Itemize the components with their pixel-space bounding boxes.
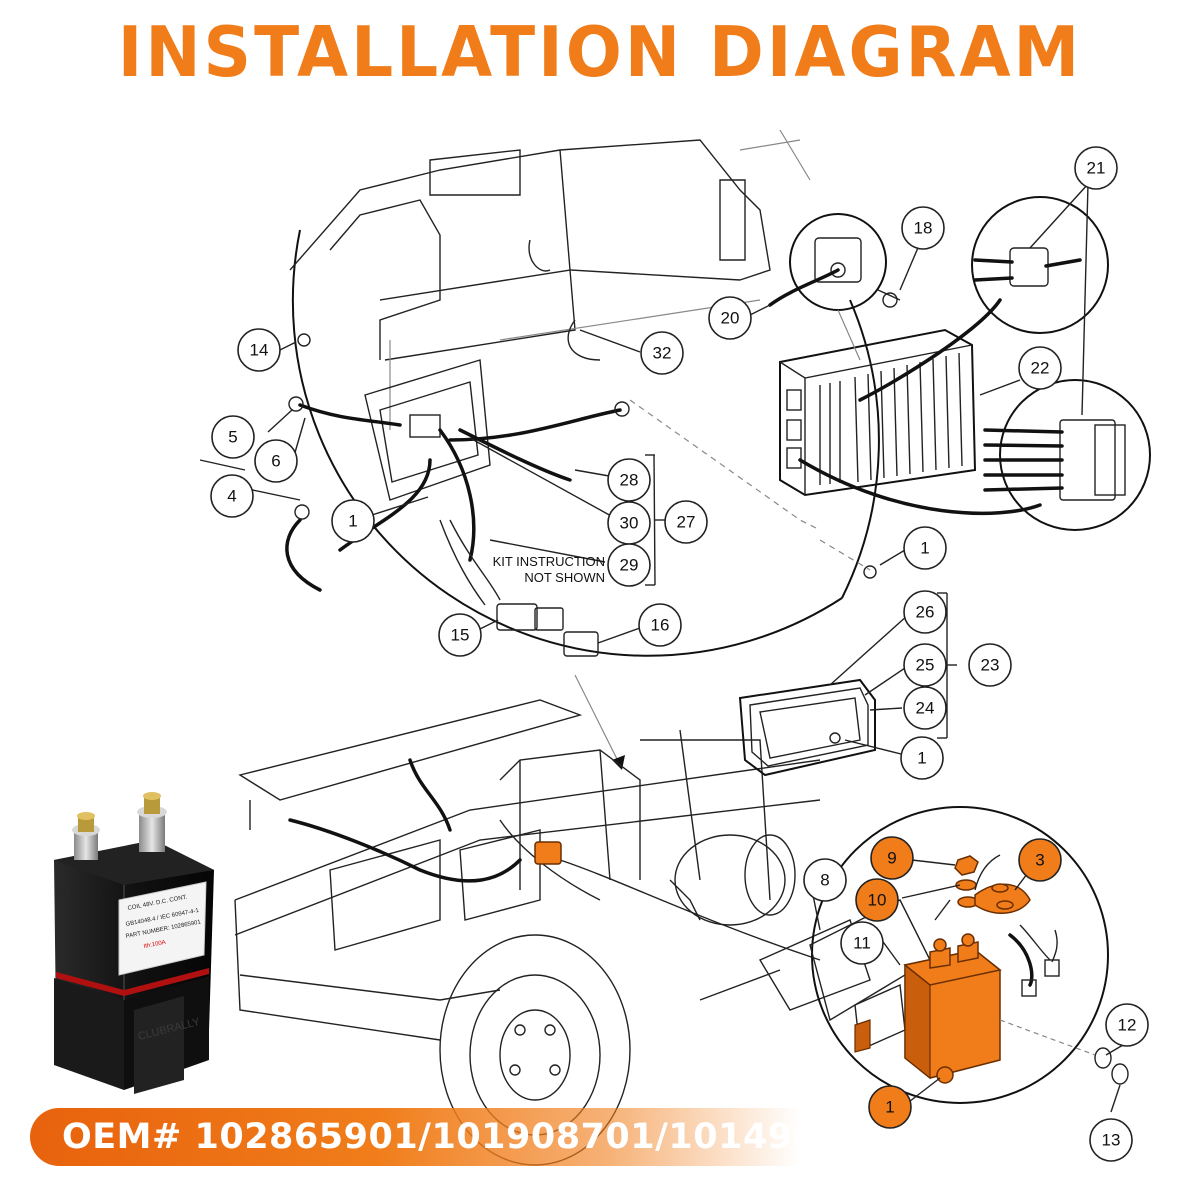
callout-22: 22: [1018, 346, 1062, 390]
svg-text:13: 13: [1102, 1131, 1121, 1150]
callout-16: 16: [638, 603, 682, 647]
callout-14: 14: [237, 328, 281, 372]
callout-26: 26: [903, 590, 947, 634]
svg-text:27: 27: [677, 513, 696, 532]
kit-note-line2: NOT SHOWN: [524, 570, 605, 585]
oem-number: OEM# 102865901/101908701/1014947: [62, 1117, 843, 1157]
svg-text:25: 25: [916, 656, 935, 675]
svg-text:29: 29: [620, 556, 639, 575]
svg-text:1: 1: [885, 1098, 894, 1117]
svg-text:1: 1: [348, 512, 357, 531]
solenoid-detail-view: [809, 806, 1129, 1104]
svg-text:3: 3: [1035, 851, 1044, 870]
callout-10: 10: [855, 878, 899, 922]
svg-text:14: 14: [250, 341, 269, 360]
callout-30: 30: [607, 501, 651, 545]
label-line4: Ith:100A: [143, 940, 166, 950]
callout-28: 28: [607, 458, 651, 502]
upper-detail-view: [285, 129, 880, 657]
callout-11: 11: [840, 921, 884, 965]
svg-text:10: 10: [868, 891, 887, 910]
svg-text:18: 18: [914, 219, 933, 238]
callout-6: 6: [254, 439, 298, 483]
svg-text:15: 15: [451, 626, 470, 645]
svg-text:21: 21: [1087, 159, 1106, 178]
svg-text:6: 6: [271, 452, 280, 471]
svg-text:1: 1: [920, 539, 929, 558]
callout-4: 4: [210, 474, 254, 518]
svg-text:12: 12: [1118, 1016, 1137, 1035]
callout-18: 18: [901, 206, 945, 250]
callout-29: 29: [607, 543, 651, 587]
svg-text:32: 32: [653, 344, 672, 363]
callout-15: 15: [438, 613, 482, 657]
svg-text:20: 20: [721, 309, 740, 328]
svg-text:23: 23: [981, 656, 1000, 675]
callout-27: 27: [664, 500, 708, 544]
callout-21: 21: [1074, 146, 1118, 190]
oem-banner: [30, 1108, 800, 1166]
callout-32: 32: [640, 331, 684, 375]
callout-1-b: 1: [903, 526, 947, 570]
controller-box-23: [738, 678, 876, 777]
callout-3: 3: [1018, 838, 1062, 882]
callout-1-c: 1: [900, 736, 944, 780]
svg-text:30: 30: [620, 514, 639, 533]
svg-text:26: 26: [916, 603, 935, 622]
svg-text:4: 4: [227, 487, 236, 506]
callout-20: 20: [708, 296, 752, 340]
motor-controller: [768, 196, 1151, 579]
svg-text:24: 24: [916, 699, 935, 718]
svg-text:16: 16: [651, 616, 670, 635]
svg-text:5: 5: [228, 428, 237, 447]
svg-text:28: 28: [620, 471, 639, 490]
cart-chassis: [234, 674, 871, 1166]
svg-text:8: 8: [820, 871, 829, 890]
callout-5: 5: [211, 415, 255, 459]
callout-8: 8: [803, 858, 847, 902]
callout-9: 9: [870, 836, 914, 880]
kit-note-line1: KIT INSTRUCTION: [493, 554, 605, 569]
svg-text:9: 9: [887, 849, 896, 868]
svg-text:22: 22: [1031, 359, 1050, 378]
callout-23: 23: [968, 643, 1012, 687]
callout-1-a: 1: [331, 499, 375, 543]
page-title: INSTALLATION DIAGRAM: [117, 12, 1083, 93]
callout-12: 12: [1105, 1003, 1149, 1047]
svg-text:1: 1: [917, 749, 926, 768]
callout-13: 13: [1089, 1118, 1133, 1162]
callout-24: 24: [903, 686, 947, 730]
solenoid-product-image: COIL 48V. D.C. CONT. GB14048.4 / IEC 609…: [54, 792, 214, 1094]
callout-1-d: 1: [868, 1085, 912, 1129]
svg-text:11: 11: [853, 934, 871, 953]
callout-25: 25: [903, 643, 947, 687]
